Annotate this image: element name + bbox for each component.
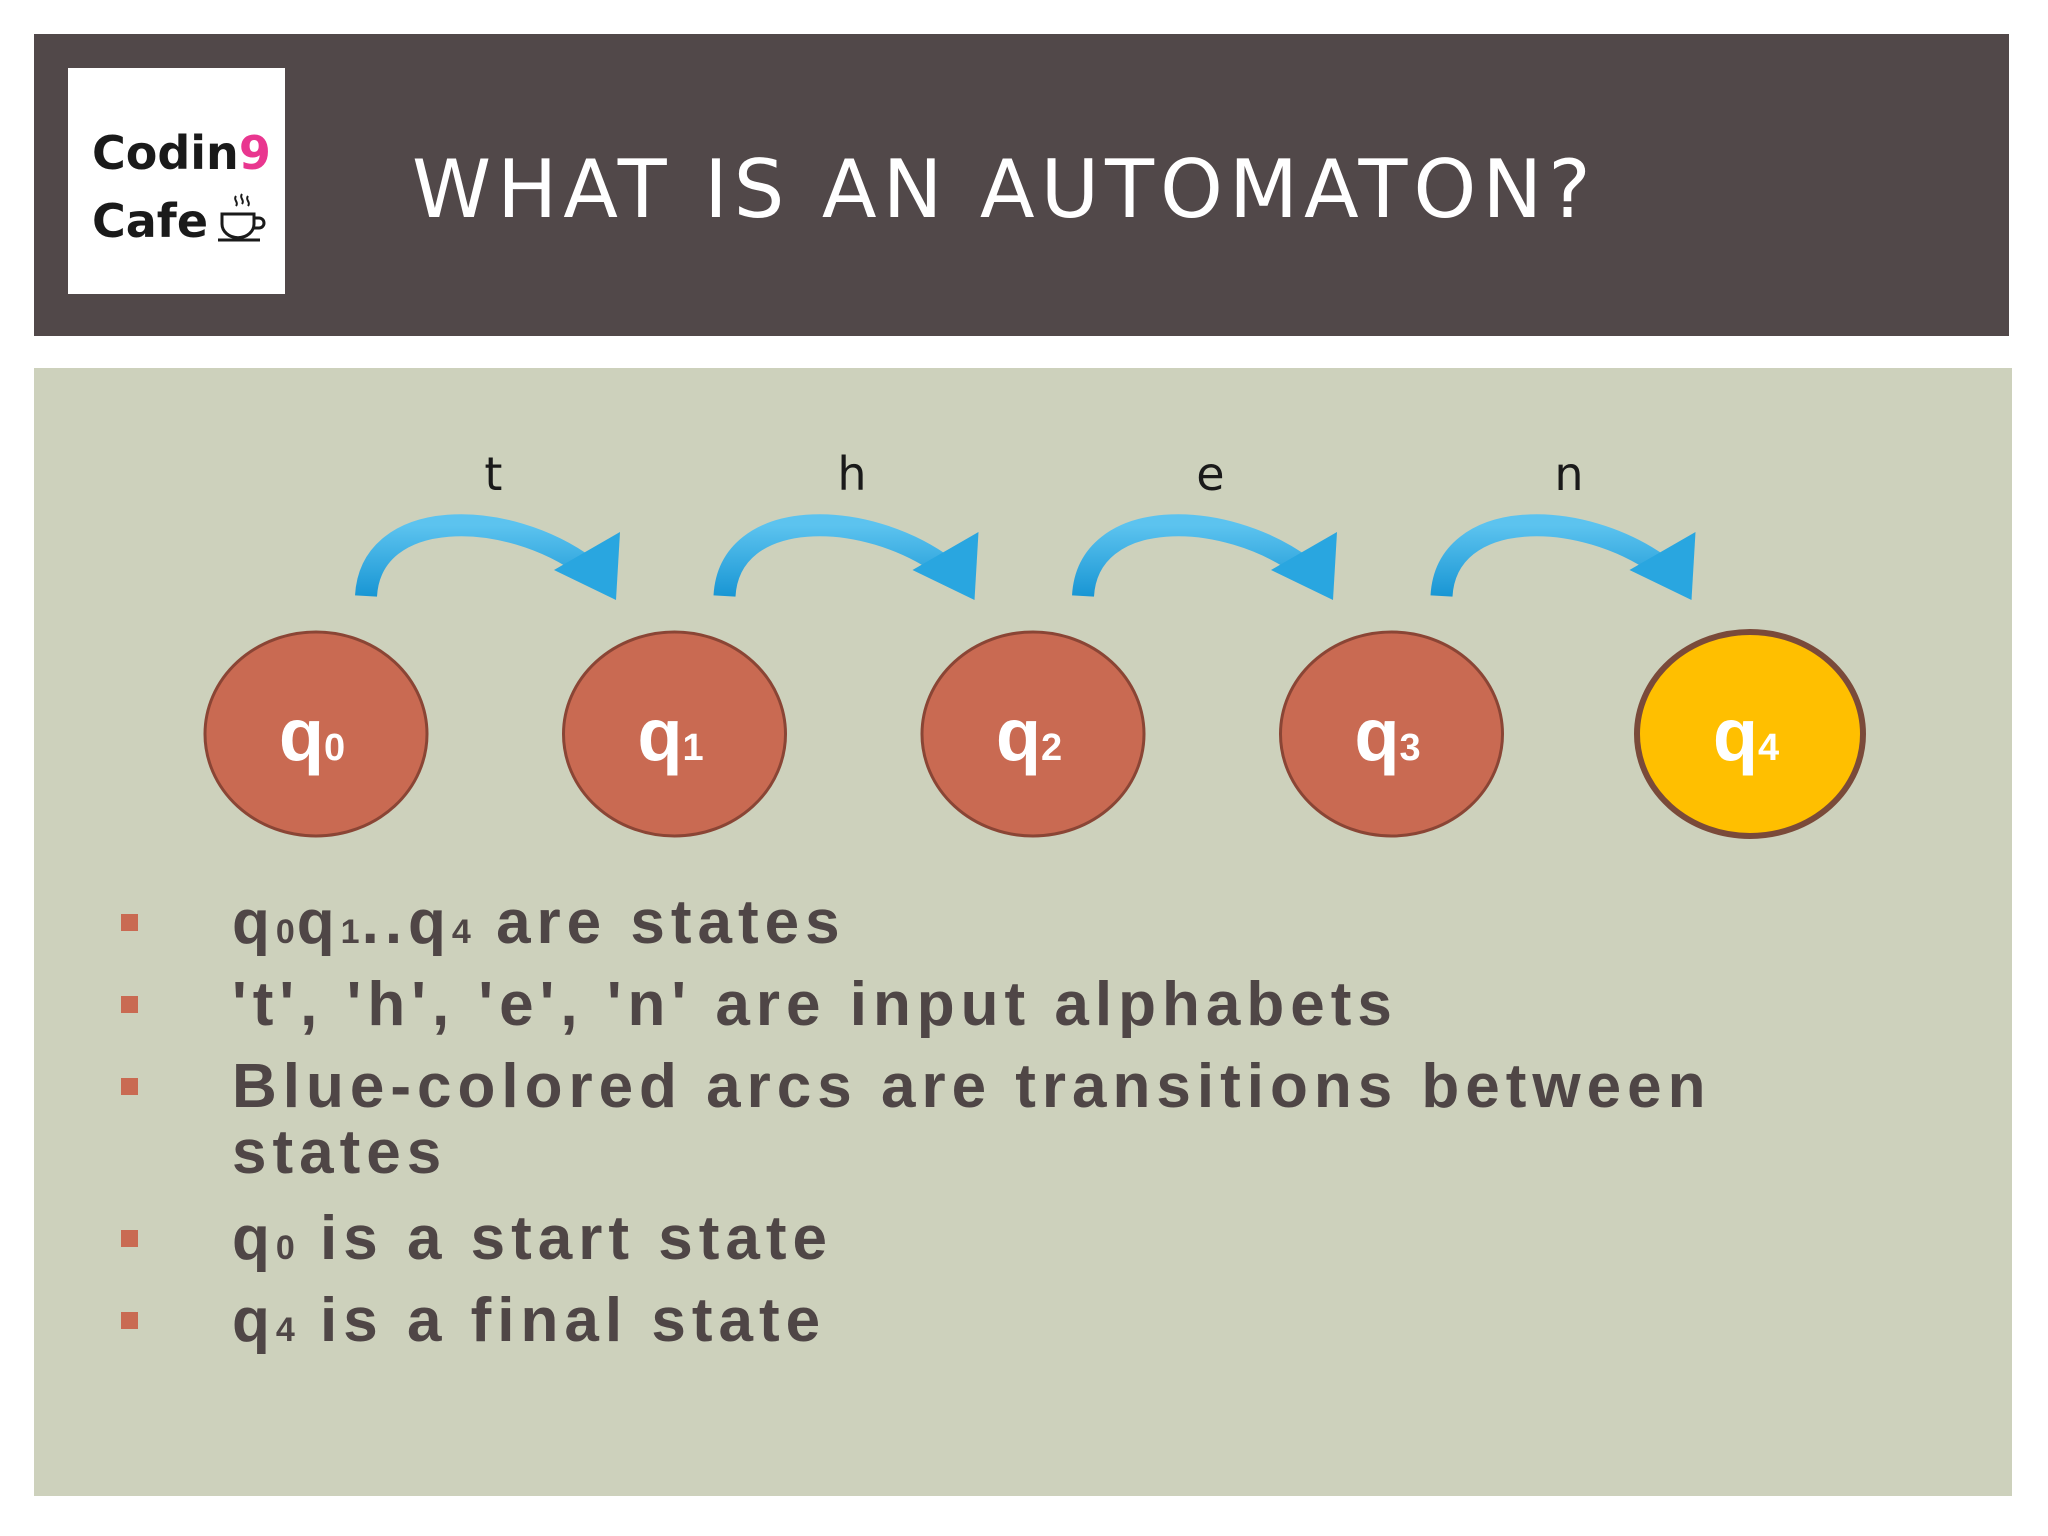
bullet-item: Blue-colored arcs are transitions betwee…: [0, 1054, 2048, 1186]
transition-label-t: t: [484, 447, 502, 501]
state-label: q0: [279, 693, 345, 776]
bullet-square-icon: [121, 1312, 138, 1329]
state-label: q4: [1713, 693, 1779, 776]
arrow-head: [554, 532, 620, 600]
text-part: q: [296, 888, 341, 957]
state-subscript: 1: [683, 727, 704, 769]
state-letter: q: [279, 693, 324, 776]
logo-accent-g: 9: [238, 126, 271, 180]
state-label: q3: [1354, 693, 1420, 776]
transition-arc-t: [355, 514, 620, 600]
state-circle: [1279, 630, 1504, 838]
subscript: 4: [275, 1311, 297, 1349]
state-label: q1: [637, 693, 703, 776]
text-part: is a final state: [296, 1286, 827, 1355]
bullet-text: Blue-colored arcs are transitions betwee…: [232, 1054, 1882, 1186]
text-part: is a start state: [296, 1204, 834, 1273]
state-q2: q2: [920, 630, 1146, 838]
state-label: q2: [996, 693, 1062, 776]
bullet-text: 't', 'h', 'e', 'n' are input alphabets: [232, 972, 1882, 1038]
subscript: 0: [275, 913, 297, 951]
bullet-square-icon: [121, 914, 138, 931]
transition-arrow-icon: [1430, 514, 1671, 598]
state-subscript: 3: [1400, 727, 1421, 769]
state-letter: q: [1713, 693, 1758, 776]
subscript: 4: [451, 913, 473, 951]
bullet-item: q0 is a start state: [0, 1206, 2048, 1272]
arrow-head: [912, 532, 979, 600]
bullet-item: 't', 'h', 'e', 'n' are input alphabets: [0, 972, 2048, 1038]
state-subscript: 0: [324, 727, 345, 769]
state-circle: [562, 630, 787, 838]
state-letter: q: [996, 693, 1041, 776]
transition-arrow-icon: [355, 514, 595, 598]
text-part: q: [232, 888, 276, 957]
transition-arrow-icon: [713, 514, 954, 598]
state-subscript: 2: [1041, 727, 1062, 769]
text-part: 't', 'h', 'e', 'n' are input alphabets: [232, 970, 1398, 1039]
transition-label-n: n: [1554, 447, 1583, 501]
logo-text-coding: Codin: [92, 126, 239, 180]
text-part: are states: [472, 888, 846, 957]
text-part: Blue-colored arcs are transitions betwee…: [232, 1052, 1712, 1187]
transition-arrow-icon: [1072, 514, 1312, 598]
logo-line-2: Cafe: [92, 198, 208, 244]
bullet-item: q4 is a final state: [0, 1288, 2048, 1354]
state-circle: [1634, 629, 1866, 839]
page-title: WHAT IS AN AUTOMATON?: [412, 143, 1597, 236]
state-q0: q0: [203, 630, 429, 838]
logo-line-1: Codin9: [92, 130, 271, 176]
logo: Codin9 Cafe: [68, 68, 285, 294]
state-letter: q: [1354, 693, 1399, 776]
transition-arc-n: [1430, 514, 1696, 600]
bullet-square-icon: [121, 996, 138, 1013]
bullet-item: q0q1..q4 are states: [0, 890, 2048, 956]
bullet-text: q0q1..q4 are states: [232, 890, 1882, 965]
subscript: 1: [340, 913, 362, 951]
transition-arc-h: [713, 514, 979, 600]
arrow-head: [1271, 532, 1337, 600]
bullet-square-icon: [121, 1230, 138, 1247]
state-q4: q4: [1634, 629, 1866, 839]
transition-label-h: h: [837, 447, 866, 501]
state-q3: q3: [1279, 630, 1504, 838]
state-letter: q: [637, 693, 682, 776]
state-subscript: 4: [1758, 727, 1779, 769]
bullet-text: q4 is a final state: [232, 1288, 1882, 1363]
text-part: ..q: [361, 888, 452, 957]
state-q1: q1: [562, 630, 787, 838]
logo-text-cafe: Cafe: [92, 194, 209, 248]
subscript: 0: [275, 1229, 297, 1267]
bullet-text: q0 is a start state: [232, 1206, 1882, 1281]
bullet-square-icon: [121, 1078, 138, 1095]
title-bar: [34, 34, 2009, 336]
arrow-head: [1629, 532, 1696, 600]
state-circle: [203, 630, 429, 838]
transition-label-e: e: [1196, 447, 1224, 501]
state-circle: [920, 630, 1146, 838]
text-part: q: [232, 1204, 276, 1273]
coffee-cup-icon: [218, 193, 266, 242]
text-part: q: [232, 1286, 276, 1355]
transition-arc-e: [1072, 514, 1337, 600]
